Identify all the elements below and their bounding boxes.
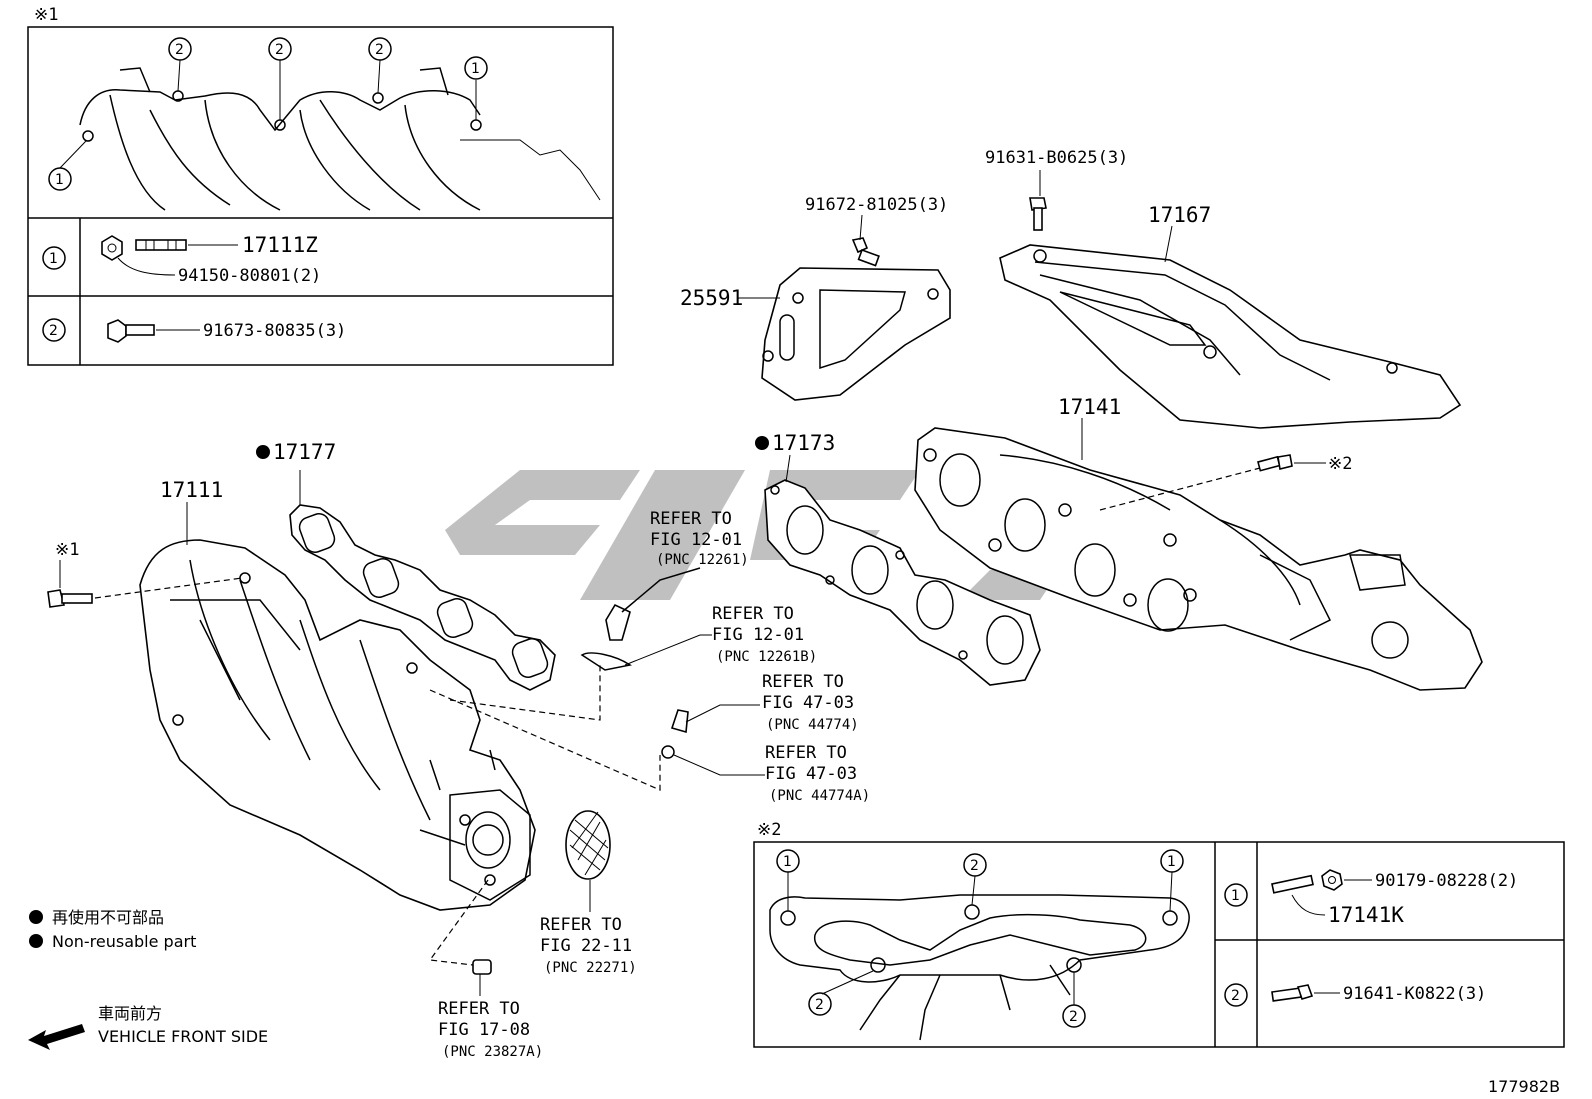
- inset-marker-2: ※2: [757, 820, 781, 840]
- ref-label: REFER TO: [540, 915, 622, 935]
- marker-2: ※2: [1328, 454, 1352, 474]
- bolt-icon: [47, 589, 93, 608]
- front-jp: 車両前方: [98, 1004, 162, 1023]
- svg-text:2: 2: [1231, 988, 1240, 1004]
- legend: 再使用不可部品 Non-reusable part: [29, 908, 196, 951]
- bolt-icon: [851, 237, 880, 267]
- ref-pnc: (PNC 44774A): [769, 788, 870, 804]
- part-17111z: 17111Z: [242, 233, 318, 257]
- part-91673: 91673-80835(3): [203, 321, 346, 341]
- ref-fig: FIG 12-01: [712, 625, 804, 645]
- figure-id: 177982B: [1488, 1077, 1560, 1096]
- bolt-icon: [1257, 454, 1293, 472]
- gasket-17173: 17173: [755, 431, 1041, 686]
- intake-manifold-17111: 17111 ※1: [47, 478, 536, 911]
- svg-text:2: 2: [815, 997, 824, 1013]
- part-17177: 17177: [273, 440, 336, 464]
- ref-label: REFER TO: [712, 604, 794, 624]
- ref-fig: FIG 12-01: [650, 530, 742, 550]
- part-90179: 90179-08228(2): [1375, 871, 1518, 891]
- exhaust-manifold-17141: 17141 ※2: [914, 395, 1483, 691]
- svg-text:1: 1: [49, 251, 58, 267]
- part-17141k: 17141K: [1328, 903, 1404, 927]
- part-25591: 25591: [680, 286, 743, 310]
- svg-text:2: 2: [375, 42, 384, 58]
- ref-fig: FIG 22-11: [540, 936, 632, 956]
- ref-label: REFER TO: [762, 672, 844, 692]
- svg-text:1: 1: [1167, 854, 1176, 870]
- part-94150: 94150-80801(2): [178, 266, 321, 286]
- ref-fig: FIG 47-03: [765, 764, 857, 784]
- non-reusable-dot-icon: [29, 934, 43, 948]
- part-91641: 91641-K0822(3): [1343, 984, 1486, 1004]
- part-91672: 91672-81025(3): [805, 195, 948, 215]
- svg-text:1: 1: [1231, 888, 1240, 904]
- ref-pnc: (PNC 22271): [544, 960, 637, 976]
- front-direction: 車両前方 VEHICLE FRONT SIDE: [28, 1004, 268, 1050]
- svg-text:2: 2: [275, 42, 284, 58]
- part-17167: 17167: [1148, 203, 1211, 227]
- bolt-icon: [1029, 197, 1047, 231]
- ref-label: REFER TO: [765, 743, 847, 763]
- inset-flange-sketch: [769, 871, 1190, 1041]
- ref-pnc: (PNC 44774): [766, 717, 859, 733]
- non-reusable-dot-icon: [29, 910, 43, 924]
- ref-pnc: (PNC 12261): [656, 552, 749, 568]
- stud-and-nut-icon: [1271, 869, 1343, 894]
- svg-text:2: 2: [49, 323, 58, 339]
- ref-label: REFER TO: [438, 999, 520, 1019]
- heat-insulator-17167: 91631-B0625(3) 17167: [985, 148, 1462, 429]
- gasket-17177: 17177: [256, 440, 556, 691]
- part-17173: 17173: [772, 431, 835, 455]
- svg-text:2: 2: [970, 858, 979, 874]
- part-91631: 91631-B0625(3): [985, 148, 1128, 168]
- inset-top-left: ※1 1 2 2 2 1: [27, 5, 614, 366]
- front-en: VEHICLE FRONT SIDE: [98, 1027, 268, 1046]
- reference-callouts: REFER TO FIG 12-01 (PNC 12261) REFER TO …: [428, 509, 870, 1060]
- flange-bolt-icon: [107, 319, 155, 343]
- inset-bottom-right: ※2 1 2 1 2 2 1: [753, 820, 1565, 1048]
- svg-text:2: 2: [175, 42, 184, 58]
- part-17141: 17141: [1058, 395, 1121, 419]
- part-17111: 17111: [160, 478, 223, 502]
- stud-and-nut-icon: [101, 235, 187, 261]
- inset-flange-sketch: [59, 59, 601, 211]
- svg-text:2: 2: [1069, 1009, 1078, 1025]
- ref-pnc: (PNC 23827A): [442, 1044, 543, 1060]
- inset-callout-circles: 1 2 2 2 1: [48, 37, 488, 191]
- ref-fig: FIG 47-03: [762, 693, 854, 713]
- svg-text:1: 1: [55, 172, 64, 188]
- svg-text:1: 1: [783, 854, 792, 870]
- front-arrow-icon: [28, 1024, 85, 1050]
- ref-label: REFER TO: [650, 509, 732, 529]
- inset-callout-circles: 1 2 1 2 2: [776, 849, 1184, 1028]
- legend-jp: 再使用不可部品: [52, 908, 164, 927]
- marker-1: ※1: [55, 540, 79, 560]
- ref-fig: FIG 17-08: [438, 1020, 530, 1040]
- svg-text:1: 1: [471, 61, 480, 77]
- inset-marker-1: ※1: [34, 5, 58, 25]
- ref-pnc: (PNC 12261B): [716, 649, 817, 665]
- legend-en: Non-reusable part: [52, 932, 196, 951]
- flange-bolt-icon: [1271, 984, 1314, 1002]
- bracket-25591: 25591 91672-81025(3): [680, 195, 951, 401]
